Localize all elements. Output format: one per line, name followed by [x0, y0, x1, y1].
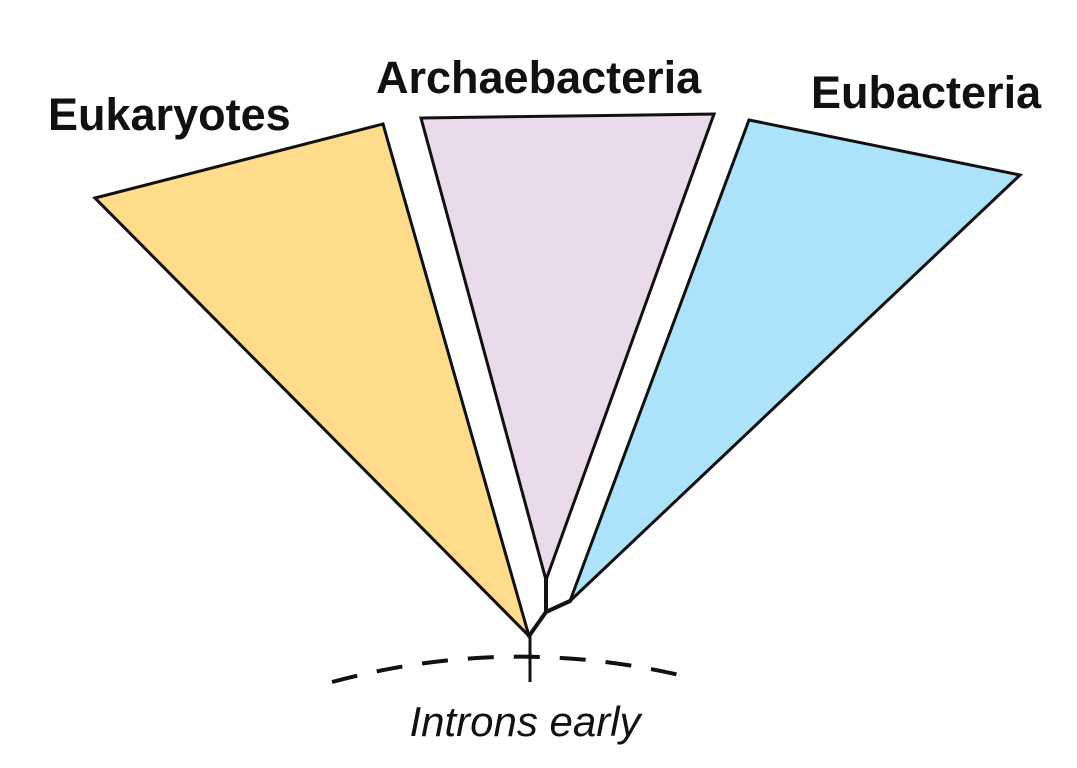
eukaryotes-label: Eukaryotes	[48, 89, 291, 140]
introns-early-caption: Introns early	[409, 698, 643, 745]
archaebacteria-wedge	[419, 112, 717, 585]
tree-branches	[527, 578, 572, 638]
eubacteria-label: Eubacteria	[811, 67, 1042, 118]
eukaryotes-wedge	[92, 122, 531, 638]
introns-early-dashed-arc	[331, 654, 689, 684]
archaebacteria-label: Archaebacteria	[376, 52, 702, 103]
eubacteria-wedge	[568, 118, 1024, 603]
